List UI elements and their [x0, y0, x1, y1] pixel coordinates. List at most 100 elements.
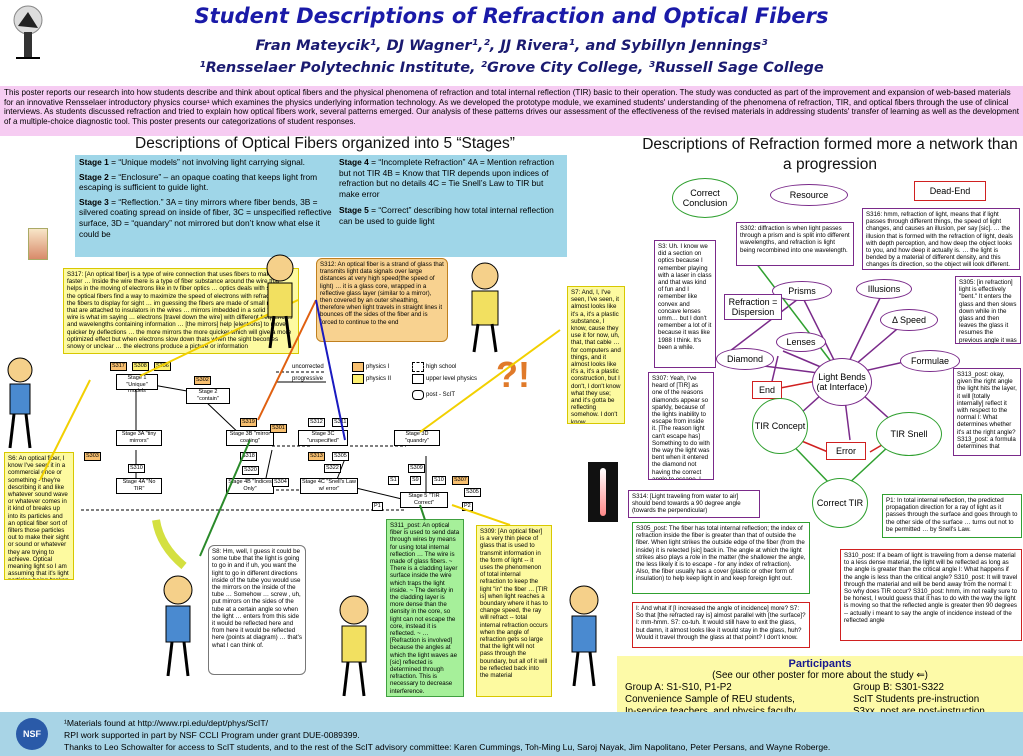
legend-upper-level: upper level physics — [426, 376, 478, 382]
node-refraction-dispersion: Refraction = Dispersion — [724, 294, 782, 320]
refraction-network: Correct Conclusion Resource Dead-End Pri… — [620, 176, 1023, 656]
student-tag: S310 — [128, 464, 145, 473]
node-formulae: Formulae — [900, 350, 960, 372]
student-tag: S318 — [240, 452, 257, 461]
stage-tile-3c: Stage 3C "unspecified" — [298, 430, 348, 446]
participants-row-3b: S3xx_post are post-instruction — [853, 706, 985, 718]
cartoon-student-icon — [163, 575, 193, 677]
legend-progressive: progressive — [292, 376, 324, 382]
quote-s305-post: S305_post: The fiber has total internal … — [632, 522, 810, 594]
cartoon-student-icon — [339, 595, 369, 697]
node-lenses: Lenses — [776, 332, 826, 352]
node-illusions: Illusions — [856, 279, 912, 299]
node-end: End — [752, 381, 782, 399]
student-tag: S319 — [240, 418, 257, 427]
legend: uncorrected progressive physics I physic… — [292, 362, 482, 410]
affiliations: ¹Rensselaer Polytechnic Institute, ²Grov… — [199, 60, 824, 76]
node-tir-concept: TIR Concept — [752, 398, 808, 454]
quote-p1: P1: In total internal reflection, the pr… — [882, 494, 1022, 538]
glowing-fiber-photo — [588, 462, 618, 522]
authors: Fran Mateycik¹, DJ Wagner¹,², JJ Rivera¹… — [255, 38, 768, 54]
node-diamond: Diamond — [716, 348, 774, 370]
quote-s302: S302: diffraction is when light passes t… — [736, 222, 854, 266]
stage-tile-5: Stage 5 "TIR Correct" — [400, 492, 448, 508]
footer-line-3: Thanks to Leo Schowalter for access to S… — [64, 742, 831, 752]
stage-5: Stage 5 = “Correct” describing how total… — [339, 205, 554, 226]
node-correct-conclusion: Correct Conclusion — [672, 178, 738, 218]
student-tag: S322 — [324, 464, 341, 473]
legend-physics2: physics II — [366, 376, 392, 382]
abstract: This poster reports our research into ho… — [0, 86, 1023, 136]
quote-s317: S317: [An optical fiber] is a type of wi… — [63, 268, 299, 354]
quote-s310-post: S310_post: If a beam of light is traveli… — [840, 549, 1022, 641]
legend-uncorrected: uncorrected — [292, 364, 324, 370]
stage-1: Stage 1 = “Unique models” not involving … — [79, 157, 306, 167]
student-tag: S301 — [270, 424, 287, 433]
stage-tile-2: Stage 2 "contain" — [186, 388, 230, 404]
student-tag: S302 — [194, 376, 211, 385]
student-tag: S303 — [84, 452, 101, 461]
right-section-heading: Descriptions of Refraction formed more a… — [642, 136, 1018, 173]
student-tag: S308 — [132, 362, 149, 371]
quote-s314: S314: [Light traveling from water to air… — [628, 490, 760, 518]
participants-row-2b: ScIT Students pre-instruction — [853, 694, 980, 705]
student-tag: S320 — [242, 466, 259, 475]
student-tag: S305 — [332, 452, 349, 461]
student-tag: S307 — [452, 476, 469, 485]
quote-s307: S307: Yeah, I've heard of [TIR] as one o… — [648, 372, 714, 480]
logo-figure — [6, 2, 50, 68]
quote-s6: S6: An optical fiber, I know I've seen i… — [4, 452, 74, 580]
student-tag: S10 — [432, 476, 446, 485]
quote-s7: S7: And, I, I've seen, I've seen, it alm… — [567, 286, 625, 424]
legend-high-school: high school — [426, 364, 457, 370]
student-tag: S9 — [410, 476, 421, 485]
cartoon-student-icon — [471, 262, 499, 353]
stage-2: Stage 2 = “Enclosure” – an opaque coatin… — [79, 171, 318, 193]
quote-s7-interview: I: And what if [I increased the angle of… — [632, 602, 810, 648]
node-prisms: Prisms — [772, 281, 832, 301]
stage-tile-3a: Stage 3A "tiny mirrors" — [116, 430, 162, 446]
student-tag: P1 — [372, 502, 383, 511]
node-error: Error — [826, 442, 866, 460]
quote-s311: S311_post: An optical fiber is used to s… — [386, 519, 464, 697]
stage-3: Stage 3 = “Reflection.” 3A = tiny mirror… — [79, 196, 332, 239]
node-resource: Resource — [770, 184, 848, 206]
node-tir-snell: TIR Snell — [876, 412, 942, 456]
fiber-photo — [28, 228, 48, 260]
stage-4: Stage 4 = “Incomplete Refraction” 4A = M… — [339, 157, 555, 199]
footer: NSF ¹Materials found at http://www.rpi.e… — [0, 712, 1023, 756]
stage-tile-3d: Stage 3D "quandry" — [394, 430, 440, 446]
participants-row-2a: Convenience Sample of REU students, — [625, 694, 795, 705]
participants-row-3a: In-service teachers, and physics faculty — [625, 706, 796, 718]
quote-s305: S305: [in refraction] light is effective… — [955, 276, 1021, 344]
node-light-bends: Light Bends (at Interface) — [812, 358, 872, 406]
stage-flow-diagram: Stage 1 "Unique" models Stage 2 "contain… — [76, 360, 636, 520]
student-tag: S312 — [308, 418, 325, 427]
legend-physics1: physics I — [366, 364, 390, 370]
stage-tile-4a: Stage 4A "No TIR" — [116, 478, 162, 494]
participants-subtitle: (See our other poster for more about the… — [712, 670, 928, 681]
legend-post: post - ScIT — [426, 392, 456, 398]
nsf-logo: NSF — [16, 718, 48, 750]
participants-row-1a: Group A: S1-S10, P1-P2 — [625, 682, 732, 693]
student-tag: S304 — [272, 478, 289, 487]
left-section-heading: Descriptions of Optical Fibers organized… — [135, 135, 515, 152]
quote-s8: S8: Hm, well, I guess it could be some t… — [208, 545, 306, 675]
quote-s313: S313_post: okay, given the right angle t… — [953, 368, 1021, 456]
quote-s3: S3: Uh. I know we did a section on optic… — [654, 240, 716, 368]
quote-s316: S316: hmm, refraction of light, means th… — [862, 208, 1020, 270]
stage-tile-4c: Stage 4C "Snell's Law w/ error" — [300, 478, 358, 494]
poster-title: Student Descriptions of Refraction and O… — [194, 4, 829, 28]
student-tag: S313 — [308, 452, 325, 461]
node-dead-end: Dead-End — [914, 181, 986, 201]
student-tag: S1 — [388, 476, 399, 485]
cartoon-student-icon — [7, 357, 33, 449]
quote-s312: S312: An optical fiber is a strand of gl… — [316, 258, 448, 342]
cartoon-student-icon — [569, 585, 599, 687]
student-tag: S305 — [464, 488, 481, 497]
student-tag: S309 — [408, 464, 425, 473]
footer-line-2: RPI work supported in part by NSF CCLI P… — [64, 730, 360, 740]
quote-s309: S309: [An optical fiber] is a very thin … — [476, 525, 552, 697]
node-correct-tir: Correct TIR — [812, 478, 868, 528]
participants-row-1b: Group B: S301-S322 — [853, 682, 944, 693]
